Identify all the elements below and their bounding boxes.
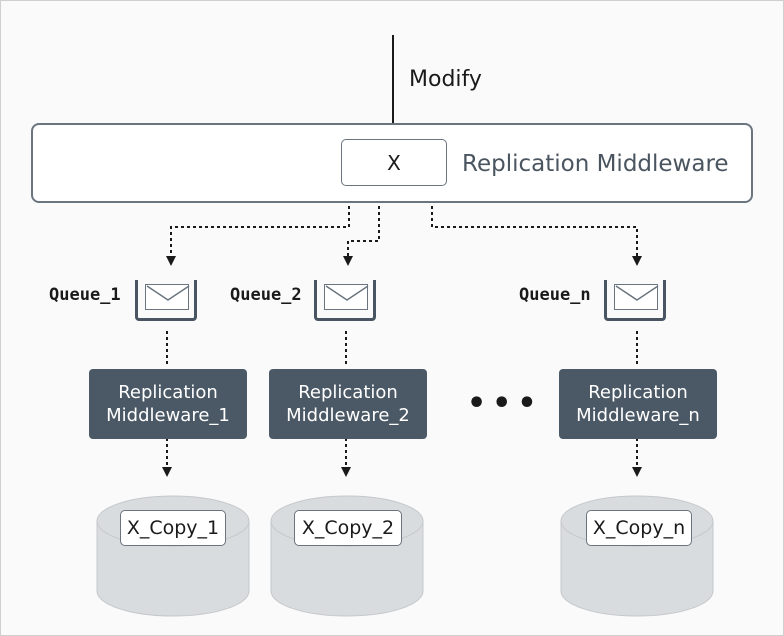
middleware-1-line2: Middleware_1: [106, 405, 230, 426]
copy-1-label: X_Copy_1: [120, 510, 226, 546]
middleware-2-line1: Replication: [298, 382, 398, 403]
item-x-box: X: [341, 139, 447, 186]
envelope-icon: [145, 284, 190, 310]
queue-n-bin: [604, 280, 666, 321]
main-middleware-label: Replication Middleware: [462, 151, 729, 177]
route-to-queue-n: [431, 188, 642, 266]
copy-2-label: X_Copy_2: [294, 510, 402, 546]
copy-n-label: X_Copy_n: [586, 510, 692, 546]
middleware-1-line1: Replication: [118, 382, 218, 403]
replication-middleware-1: Replication Middleware_1: [89, 369, 247, 439]
queue-1-label: Queue_1: [49, 285, 121, 305]
middleware-n-line2: Middleware_n: [576, 405, 700, 426]
replication-middleware-n: Replication Middleware_n: [559, 369, 717, 439]
route-to-queue-2: [343, 188, 380, 266]
queue-1-bin: [135, 280, 197, 321]
middleware-2-line2: Middleware_2: [286, 405, 410, 426]
queue-n-label: Queue_n: [519, 285, 591, 305]
envelope-icon: [324, 284, 369, 310]
middleware-n-line1: Replication: [588, 382, 688, 403]
route-to-queue-1: [166, 188, 350, 266]
replication-middleware-2: Replication Middleware_2: [269, 369, 427, 439]
queue-2-label: Queue_2: [230, 285, 302, 305]
envelope-icon: [614, 284, 659, 310]
modify-label: Modify: [409, 67, 482, 92]
queue-2-bin: [314, 280, 376, 321]
ellipsis: •••: [467, 386, 543, 421]
